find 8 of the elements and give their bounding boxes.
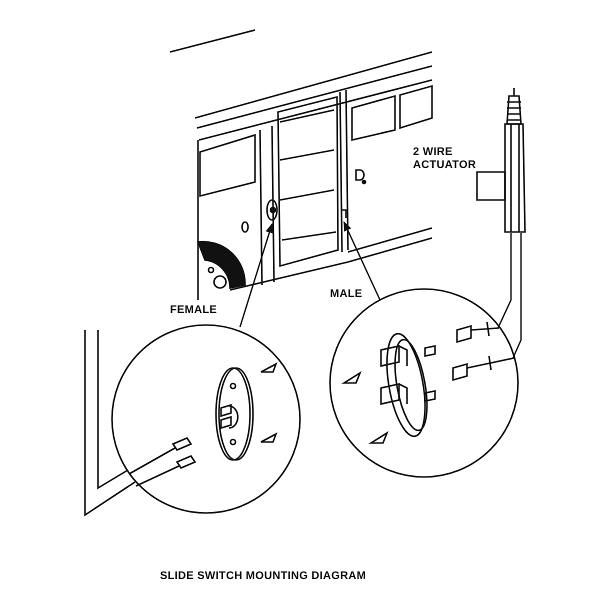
- leader-line: [343, 221, 381, 300]
- part-label: MALE: [330, 288, 362, 301]
- wire: [497, 233, 512, 328]
- part-label: 2 WIRE ACTUATOR: [413, 146, 477, 172]
- wire: [512, 233, 522, 358]
- caption: SLIDE SWITCH MOUNTING DIAGRAM: [160, 570, 366, 583]
- leader-line: [239, 223, 274, 328]
- part-label: FEMALE: [170, 304, 218, 317]
